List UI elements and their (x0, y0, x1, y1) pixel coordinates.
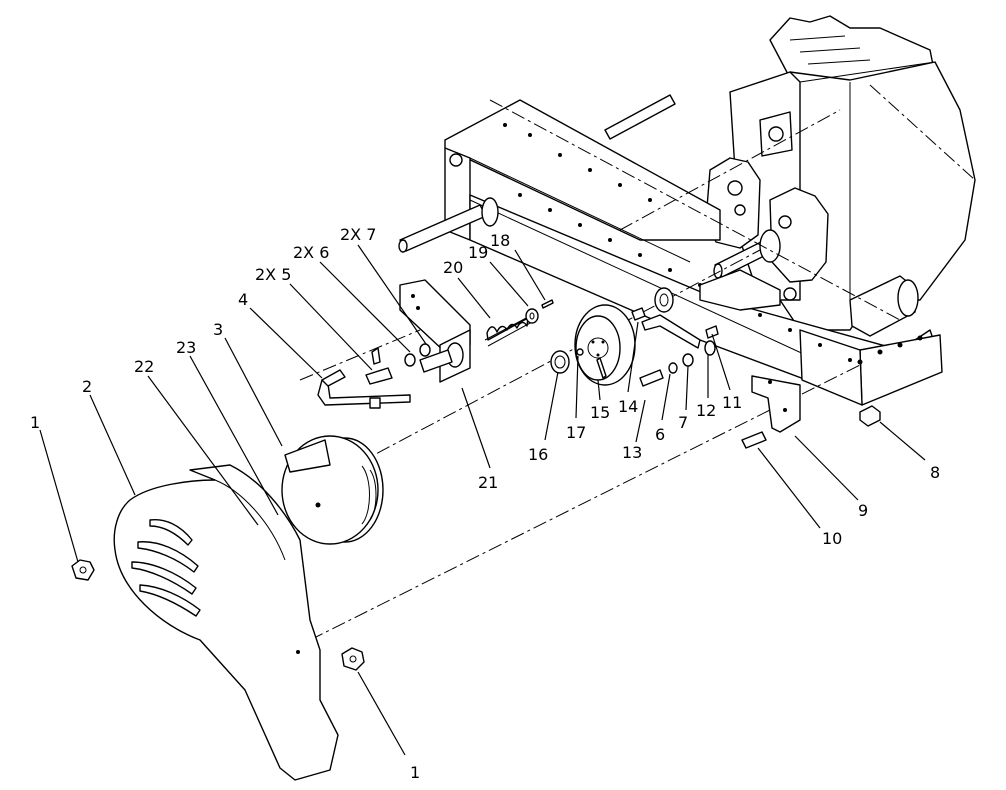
callout-11: 11 (722, 393, 742, 412)
engine-mount-bracket (699, 269, 781, 311)
callout-14: 14 (618, 397, 638, 416)
callout-15: 15 (590, 403, 610, 422)
idler-bracket (399, 279, 471, 383)
drive-shafts (398, 94, 781, 279)
callout-2: 2 (82, 377, 92, 396)
callout-1-upper: 1 (30, 413, 40, 432)
callout-20: 20 (443, 258, 463, 277)
callout-9: 9 (858, 501, 868, 520)
nut-8 (859, 405, 881, 427)
washer-6 (404, 353, 416, 367)
callout-2x6: 2X 6 (293, 243, 329, 262)
washer-6b (668, 362, 678, 374)
callout-3: 3 (213, 320, 223, 339)
control-rod (317, 369, 411, 409)
idler-arm (641, 314, 701, 349)
callout-16: 16 (528, 445, 548, 464)
bolt-5 (365, 367, 393, 385)
callout-12: 12 (696, 401, 716, 420)
key-14 (631, 307, 646, 321)
leader-lines (39, 244, 926, 756)
callout-7: 7 (678, 413, 688, 432)
key (596, 357, 607, 379)
knob-upper (71, 559, 95, 581)
bearing (654, 287, 674, 313)
callout-1-lower: 1 (410, 763, 420, 782)
callout-8: 8 (930, 463, 940, 482)
setscrew-17 (576, 348, 584, 356)
callout-22: 22 (134, 357, 154, 376)
callout-19: 19 (468, 243, 488, 262)
callout-18: 18 (490, 231, 510, 250)
callout-17: 17 (566, 423, 586, 442)
belt-guard-cover (113, 464, 339, 781)
knob-lower (341, 647, 365, 671)
bolt-10 (741, 431, 767, 449)
callout-23: 23 (176, 338, 196, 357)
pin-5 (371, 347, 381, 365)
engine (705, 15, 976, 337)
washer-7 (419, 343, 431, 357)
callout-13: 13 (622, 443, 642, 462)
tension-spring (484, 315, 533, 347)
bushing-16 (550, 350, 570, 374)
nut-11 (705, 325, 719, 339)
washer (525, 308, 539, 324)
callout-21: 21 (478, 473, 498, 492)
callout-labels: 1 2 22 23 3 4 2X 5 2X 6 2X 7 20 19 18 21… (30, 225, 940, 782)
bolt-13 (639, 369, 664, 387)
washer-7b (682, 353, 694, 367)
callout-4: 4 (238, 290, 248, 309)
callout-2x7: 2X 7 (340, 225, 376, 244)
engine-pulley (281, 435, 384, 545)
callout-10: 10 (822, 529, 842, 548)
cotter-pin (541, 299, 554, 309)
callout-2x5: 2X 5 (255, 265, 291, 284)
bracket-9 (751, 375, 801, 433)
callout-6: 6 (655, 425, 665, 444)
washer-12 (704, 340, 716, 356)
